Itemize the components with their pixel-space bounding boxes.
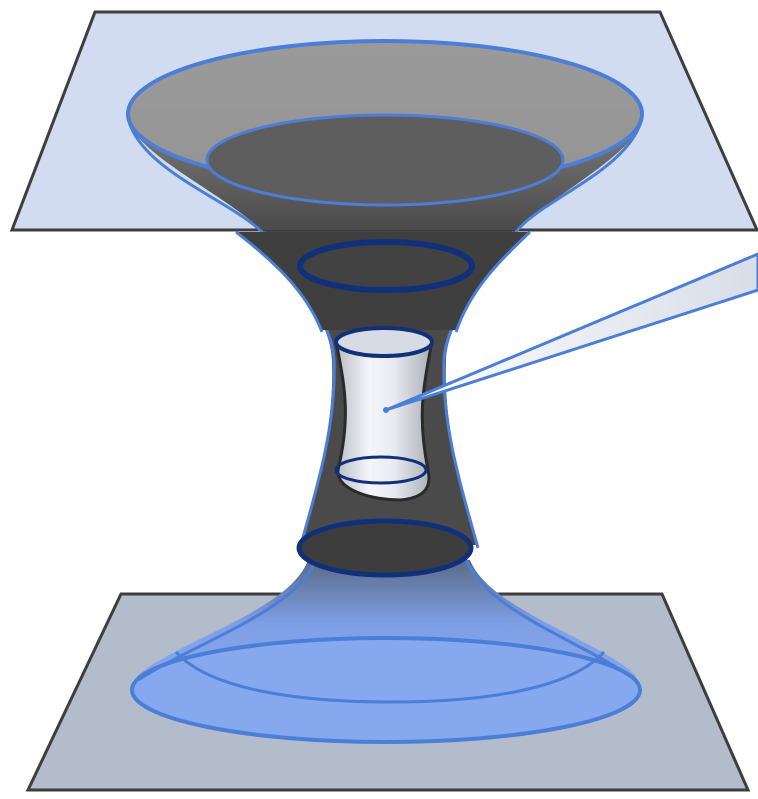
lower-funnel-rim [132,638,640,742]
upper-funnel-inner-ring [207,115,563,205]
lower-ring [299,521,471,575]
upper-ring [300,242,472,290]
inner-tube-top-ring [336,328,432,356]
pointer-origin-dot [383,407,389,413]
